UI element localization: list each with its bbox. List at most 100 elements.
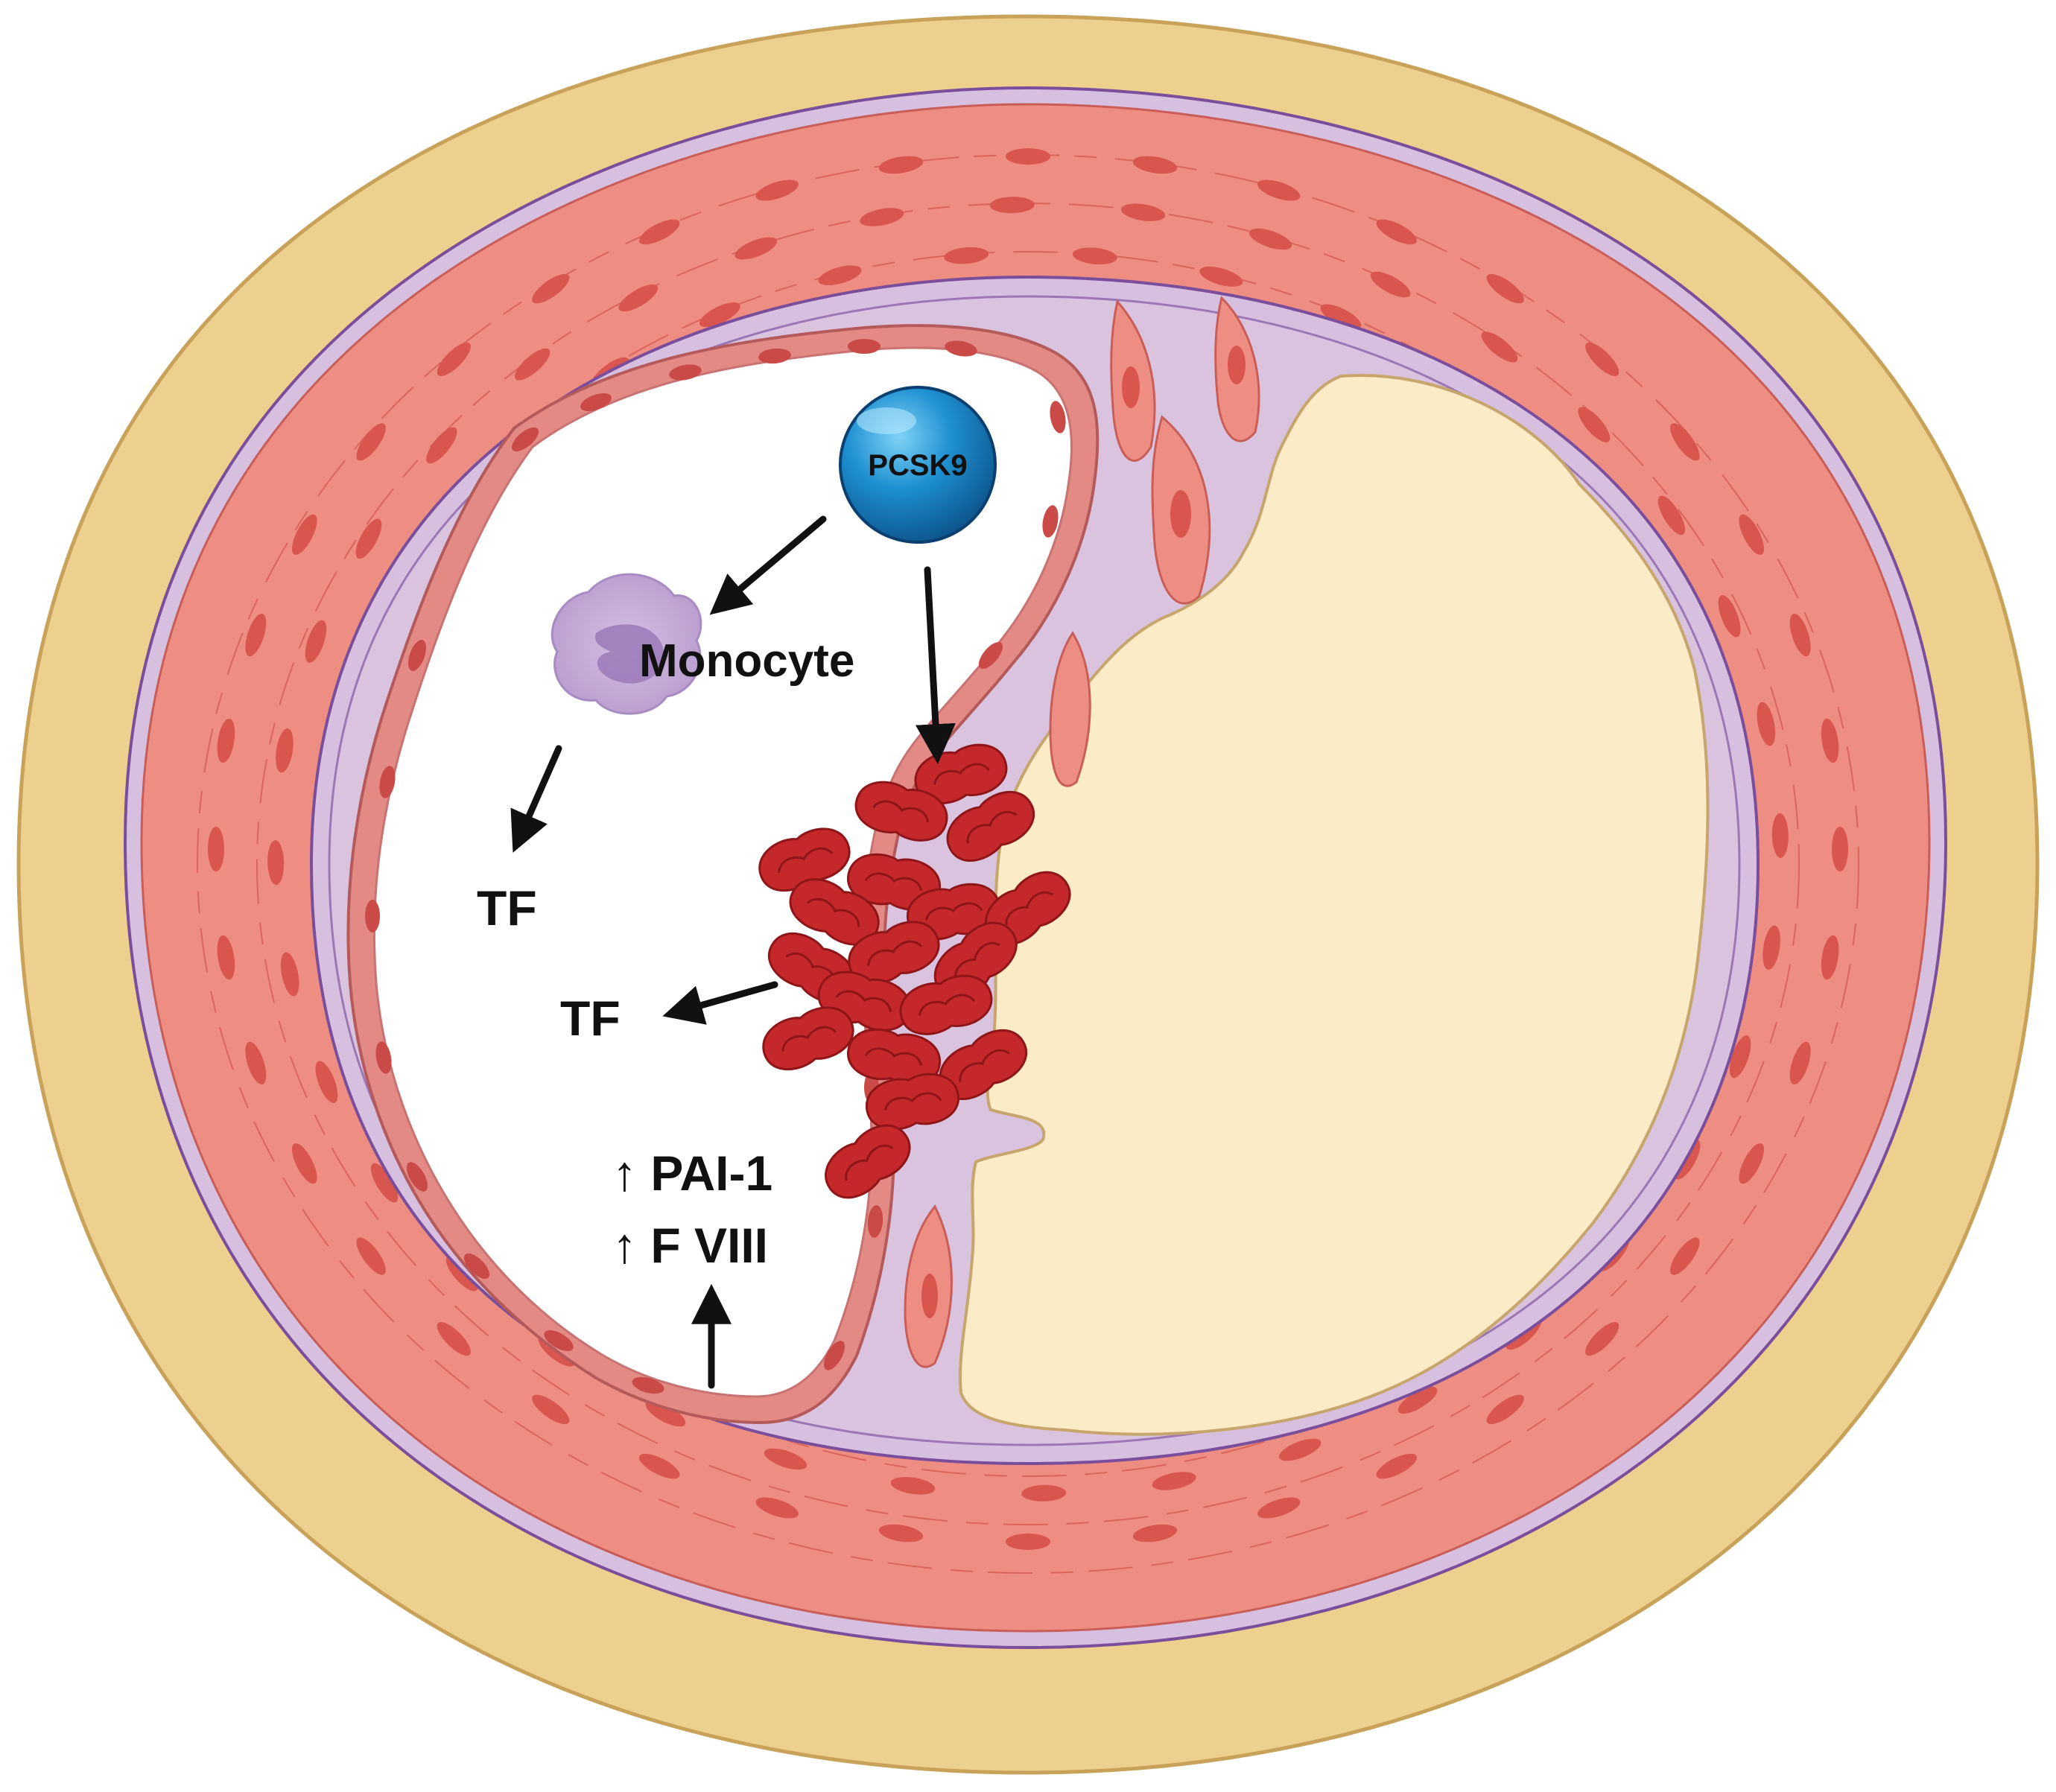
muscle-cell-nucleus — [618, 284, 659, 312]
muscle-cell-nucleus — [1578, 407, 1611, 442]
f8-label: ↑ F VIII — [612, 1218, 768, 1273]
muscle-cell-nucleus — [1120, 203, 1166, 221]
muscle-cell-nucleus — [639, 1453, 680, 1479]
muscle-cell-nucleus — [280, 952, 299, 997]
red-blood-cell — [939, 1029, 1028, 1101]
muscle-cell-nucleus — [276, 728, 294, 773]
endothelial-nucleus — [511, 427, 539, 452]
muscle-cell-nucleus — [764, 1448, 808, 1470]
muscle-cell-nucleus — [1821, 935, 1839, 980]
arrow-pcsk9-to-thrombus — [916, 566, 956, 765]
muscle-cell-nucleus — [878, 156, 924, 174]
muscle-cell-nucleus — [1739, 514, 1764, 555]
muscle-cell-nucleus — [1257, 1497, 1301, 1519]
endothelial-nucleus — [544, 1330, 574, 1351]
muscle-cell-nucleus — [1376, 219, 1417, 245]
monocyte-label: Monocyte — [639, 635, 854, 687]
muscle-cell-nucleus — [437, 1322, 471, 1356]
endothelial-nucleus — [632, 1376, 664, 1394]
muscle-cell-nucleus — [426, 427, 457, 464]
muscle-cell-nucleus — [532, 273, 570, 304]
muscle-cell-nucleus — [1585, 1322, 1619, 1356]
tf-label-middle: TF — [560, 991, 621, 1046]
muscle-cell-nucleus — [755, 179, 799, 201]
red-blood-cell — [847, 1028, 941, 1086]
endothelial-nucleus — [375, 1041, 392, 1074]
muscle-cell-nucleus — [1376, 1453, 1417, 1479]
muscle-cell-nucleus — [1789, 1041, 1811, 1085]
muscle-cell-nucleus — [292, 514, 317, 555]
endothelial-nucleus — [669, 364, 702, 381]
endothelial-nucleus — [407, 1162, 428, 1192]
muscle-cell-nucleus — [645, 1400, 686, 1427]
muscle-cell-nucleus — [437, 342, 471, 376]
endothelial-nucleus — [407, 640, 427, 671]
muscle-cell-nucleus — [860, 208, 904, 226]
muscle-cell-nucleus — [878, 1524, 924, 1542]
muscle-cell-nucleus — [1021, 1484, 1067, 1502]
endothelial-nucleus — [1042, 505, 1059, 538]
muscle-cell-nucleus — [1670, 423, 1700, 461]
pcsk9-label: PCSK9 — [868, 449, 967, 482]
muscle-cell-nucleus — [699, 302, 740, 328]
endothelial-nucleus — [824, 1341, 845, 1370]
muscle-cell-nucleus — [1486, 273, 1524, 304]
muscle-cell-nucleus — [1757, 702, 1776, 746]
muscle-cell-nucleus — [734, 237, 778, 260]
muscle-cell-nucleus — [1789, 613, 1811, 657]
endothelial-nucleus — [463, 1253, 490, 1280]
endothelial-nucleus — [978, 641, 1003, 670]
arrow-pcsk9-to-monocyte — [709, 515, 827, 615]
muscle-cell-nucleus — [245, 1041, 267, 1085]
tf-label-left: TF — [477, 880, 537, 935]
endothelial-nucleus — [379, 766, 396, 798]
muscle-cell-nucleus — [1397, 1386, 1438, 1414]
fibrous-cap-cells — [904, 296, 1260, 1368]
red-blood-cell — [762, 1006, 854, 1071]
red-blood-cell — [789, 878, 880, 946]
muscle-cell-nucleus — [1718, 594, 1741, 638]
endothelial-nucleus — [867, 1205, 883, 1238]
muscle-cell-nucleus — [267, 840, 285, 886]
muscle-cell-nucleus — [1006, 148, 1050, 165]
muscle-fiber-line — [256, 203, 1800, 1525]
arrows — [510, 515, 956, 1389]
muscle-cell-nucleus — [1486, 1394, 1524, 1425]
muscle-cell-nucleus — [315, 1061, 338, 1104]
muscle-cell-nucleus — [1132, 156, 1178, 174]
muscle-cell-nucleus — [755, 1497, 799, 1519]
muscle-cell-nucleus — [1771, 813, 1789, 858]
muscle-cell-nucleus — [1370, 271, 1411, 298]
red-blood-cell — [825, 1124, 911, 1199]
muscle-cell-nucleus — [1257, 179, 1301, 201]
muscle-cell-nucleus — [356, 423, 386, 461]
muscle-cell-nucleus — [1132, 1524, 1178, 1542]
plaque-lipid-core — [958, 374, 1710, 1436]
muscle-cell-nucleus — [292, 1143, 317, 1184]
muscle-cell-nucleus — [1762, 925, 1780, 970]
muscle-cell-nucleus — [217, 935, 235, 980]
pai1-label: ↑ PAI-1 — [612, 1146, 772, 1201]
monocyte-cell — [551, 573, 702, 715]
muscle-cell-nucleus — [1657, 495, 1686, 536]
pcsk9-protein — [839, 386, 997, 544]
muscle-cell-nucleus — [1739, 1143, 1764, 1184]
arrow-monocyte-to-tf — [510, 745, 562, 853]
muscle-cell-nucleus — [1006, 1534, 1050, 1550]
muscle-cell-nucleus — [305, 620, 327, 663]
muscle-cell-nucleus — [1152, 1472, 1196, 1490]
muscle-cell-nucleus — [1248, 228, 1292, 250]
muscle-cell-nucleus — [1832, 827, 1848, 871]
red-blood-cell — [899, 974, 993, 1035]
muscle-cell-nucleus — [1821, 718, 1839, 763]
muscle-cell-nucleus — [1729, 1035, 1751, 1078]
muscle-cell-nucleus — [1481, 331, 1518, 363]
muscle-cell-nucleus — [1670, 1237, 1700, 1275]
muscle-cell-nucleus — [890, 1477, 936, 1495]
muscle-cell-nucleus — [989, 197, 1035, 214]
muscle-cell-nucleus — [944, 247, 989, 264]
muscle-cell-nucleus — [356, 1237, 386, 1275]
endothelial-nucleus — [580, 393, 612, 412]
muscle-cell-nucleus — [1072, 247, 1117, 265]
